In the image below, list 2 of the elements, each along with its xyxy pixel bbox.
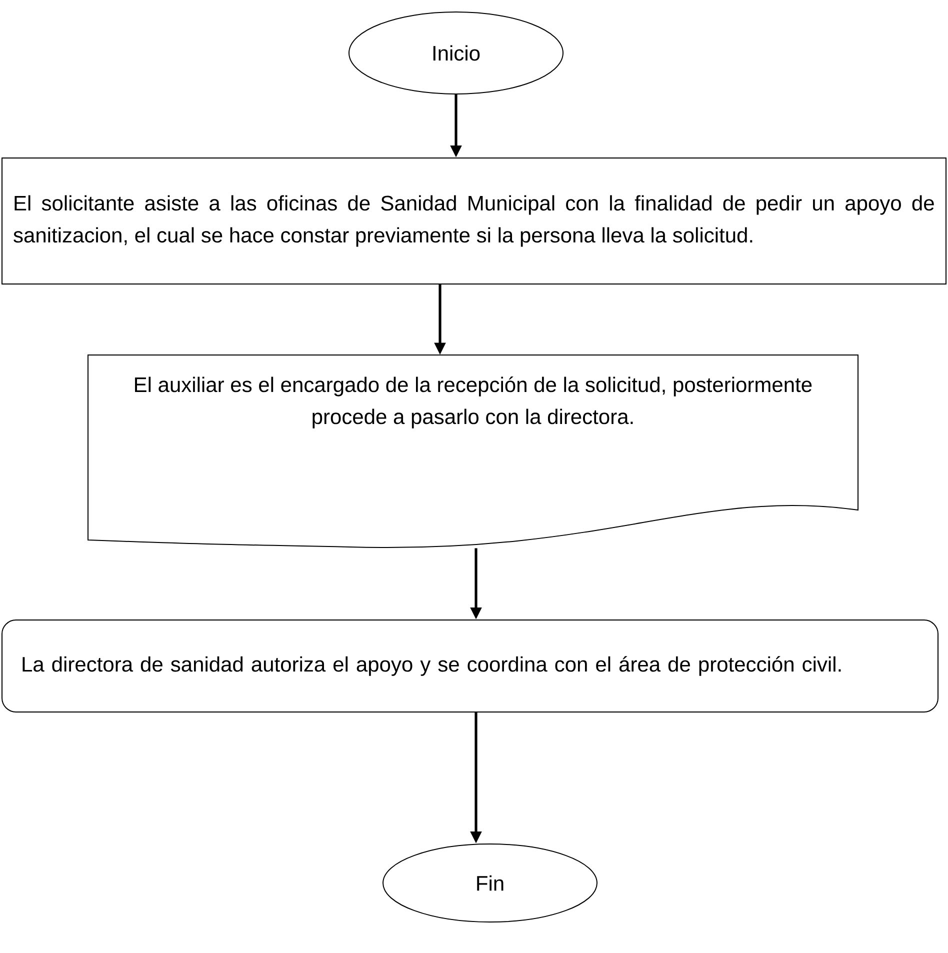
process-box: La directora de sanidad autoriza el apoyo y se coordina con el área de protección civil. xyxy=(2,620,938,712)
process-box: El solicitante asiste a las oficinas de Sanidad Municipal con la finalidad de pedir un apoyo de sanitizacion, el cual se hace constar previamente si la persona lleva la solicitud. xyxy=(2,158,946,284)
